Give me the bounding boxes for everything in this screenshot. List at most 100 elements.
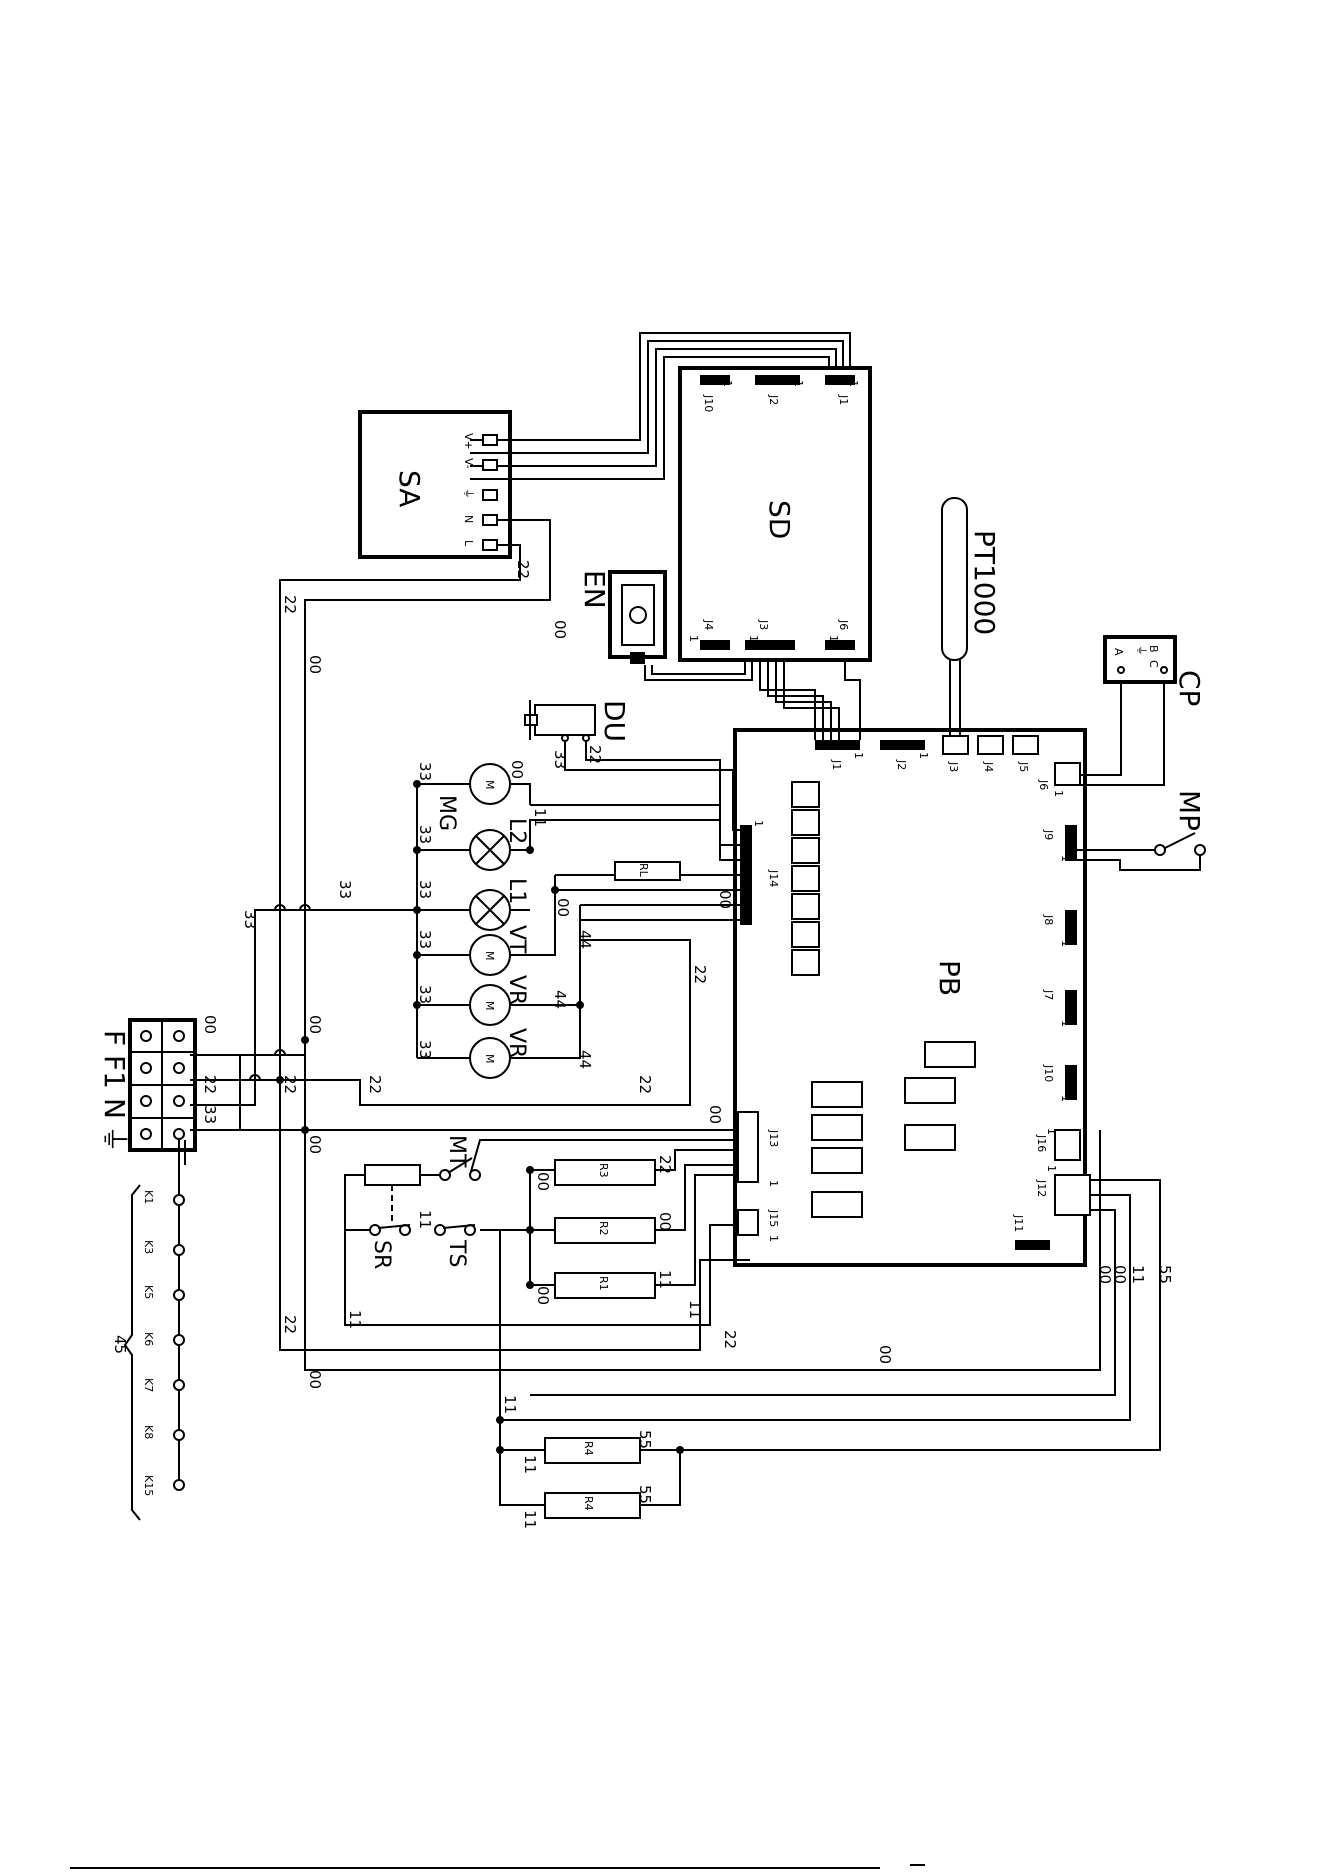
sd-conn-j1: J1: [837, 394, 850, 405]
svg-text:33: 33: [241, 910, 259, 929]
svg-text:1: 1: [721, 380, 734, 387]
pt1000-probe: PT1000: [941, 497, 1001, 661]
pb-conn-j16: J16: [1035, 1134, 1048, 1152]
svg-text:55: 55: [636, 1430, 654, 1449]
cp-component: B ⏚ C A CP: [1103, 635, 1206, 706]
svg-text:33: 33: [416, 825, 434, 844]
terminal-ground: ⏚: [98, 1125, 131, 1153]
pb-conn-j9: J9: [1042, 829, 1055, 840]
svg-text:44: 44: [576, 930, 594, 949]
svg-text:22: 22: [366, 1075, 384, 1094]
mg-label: MG: [434, 795, 459, 831]
svg-text:11: 11: [1129, 1265, 1147, 1284]
pb-conn-j10: J10: [1042, 1064, 1055, 1082]
resistor-r4-a: R4: [544, 1437, 641, 1464]
cp-term-b: B: [1147, 645, 1160, 653]
svg-text:00: 00: [534, 1286, 552, 1305]
pb-conn-j2: J2: [895, 759, 908, 770]
svg-text:1: 1: [1059, 940, 1072, 947]
svg-text:00: 00: [306, 655, 324, 674]
svg-text:M: M: [483, 1054, 496, 1064]
motor-vr-2: M VR: [469, 1028, 529, 1079]
svg-text:R4: R4: [582, 1441, 595, 1456]
svg-text:22: 22: [586, 745, 604, 764]
key-k6: K6: [142, 1332, 155, 1346]
sd-conn-j6: J6: [837, 619, 850, 630]
svg-text:00: 00: [306, 1370, 324, 1389]
lamp-l1: L1: [469, 878, 529, 931]
pb-conn-j15: J15: [767, 1209, 780, 1227]
svg-text:11: 11: [656, 1270, 674, 1289]
mt-label: MT: [444, 1135, 469, 1168]
svg-text:1: 1: [1059, 855, 1072, 862]
svg-text:00: 00: [876, 1345, 894, 1364]
svg-text:R3: R3: [597, 1163, 610, 1178]
svg-text:33: 33: [416, 930, 434, 949]
svg-text:1: 1: [767, 1180, 780, 1187]
svg-text:00: 00: [554, 898, 572, 917]
pb-conn-j6: J6: [1037, 779, 1050, 790]
key-k8: K8: [142, 1425, 155, 1439]
pb-conn-j7: J7: [1042, 989, 1055, 1000]
svg-text:22: 22: [201, 1075, 219, 1094]
pb-label: PB: [933, 960, 966, 996]
lamp-l2: L2: [469, 818, 529, 871]
svg-text:1: 1: [752, 820, 765, 827]
svg-text:22: 22: [721, 1330, 739, 1349]
svg-text:33: 33: [416, 762, 434, 781]
svg-text:1: 1: [1045, 1165, 1058, 1172]
svg-text:1: 1: [747, 635, 760, 642]
pb-conn-j4: J4: [982, 761, 995, 772]
svg-text:1: 1: [847, 380, 860, 387]
svg-text:00: 00: [551, 620, 569, 639]
pt1000-label: PT1000: [968, 530, 1001, 635]
svg-text:M: M: [483, 951, 496, 961]
resistor-r1: R1: [554, 1272, 656, 1299]
pb-conn-j13: J13: [767, 1129, 780, 1147]
motor-vr-1: M VR: [469, 975, 529, 1026]
vr2-label: VR: [504, 1028, 529, 1058]
svg-text:11: 11: [346, 1310, 364, 1329]
svg-text:1: 1: [827, 635, 840, 642]
pb-conn-j3: J3: [947, 761, 960, 772]
sa-term-n: N: [462, 515, 475, 523]
terminal-f1: F1: [98, 1055, 131, 1089]
terminal-block: F F1 N ⏚: [98, 1018, 197, 1153]
resistor-r2: R2: [554, 1217, 656, 1244]
svg-text:00: 00: [1111, 1265, 1129, 1284]
svg-text:22: 22: [656, 1155, 674, 1174]
svg-text:00: 00: [656, 1212, 674, 1231]
svg-text:00: 00: [306, 1015, 324, 1034]
svg-text:00: 00: [706, 1105, 724, 1124]
svg-text:1: 1: [792, 380, 805, 387]
motor-mg: M MG: [434, 763, 511, 831]
key-k3: K3: [142, 1240, 155, 1254]
sa-label: SA: [393, 470, 426, 507]
svg-text:11: 11: [501, 1395, 519, 1414]
thermostats: MT SR TS: [364, 1135, 481, 1269]
cp-term-ground: ⏚: [1135, 645, 1148, 656]
pb-conn-j8: J8: [1042, 914, 1055, 925]
wire-numbers: 22 22 00 00 00 33 22 33 33 33 33 33 33 3…: [201, 560, 1174, 1529]
pb-conn-j11: J11: [1012, 1214, 1025, 1232]
svg-text:1: 1: [1045, 1128, 1058, 1135]
svg-text:00: 00: [1096, 1265, 1114, 1284]
sd-conn-j10: J10: [702, 394, 715, 412]
resistor-rl: RL: [614, 861, 681, 881]
svg-text:11: 11: [416, 1210, 434, 1229]
l1-label: L1: [504, 878, 529, 904]
sr-label: SR: [369, 1240, 394, 1269]
sd-conn-j4: J4: [702, 619, 715, 630]
cp-label: CP: [1173, 670, 1206, 706]
pb-conn-j1: J1: [830, 759, 843, 770]
svg-text:11: 11: [531, 808, 549, 827]
svg-text:R1: R1: [597, 1276, 610, 1291]
svg-text:22: 22: [514, 560, 532, 579]
svg-text:33: 33: [416, 880, 434, 899]
vt-label: VT: [504, 925, 529, 954]
svg-text:55: 55: [636, 1485, 654, 1504]
heaters: R3 R2 R1 R4 R4: [544, 1159, 656, 1519]
svg-text:RL: RL: [637, 863, 650, 878]
junction-dots: [276, 780, 684, 1454]
